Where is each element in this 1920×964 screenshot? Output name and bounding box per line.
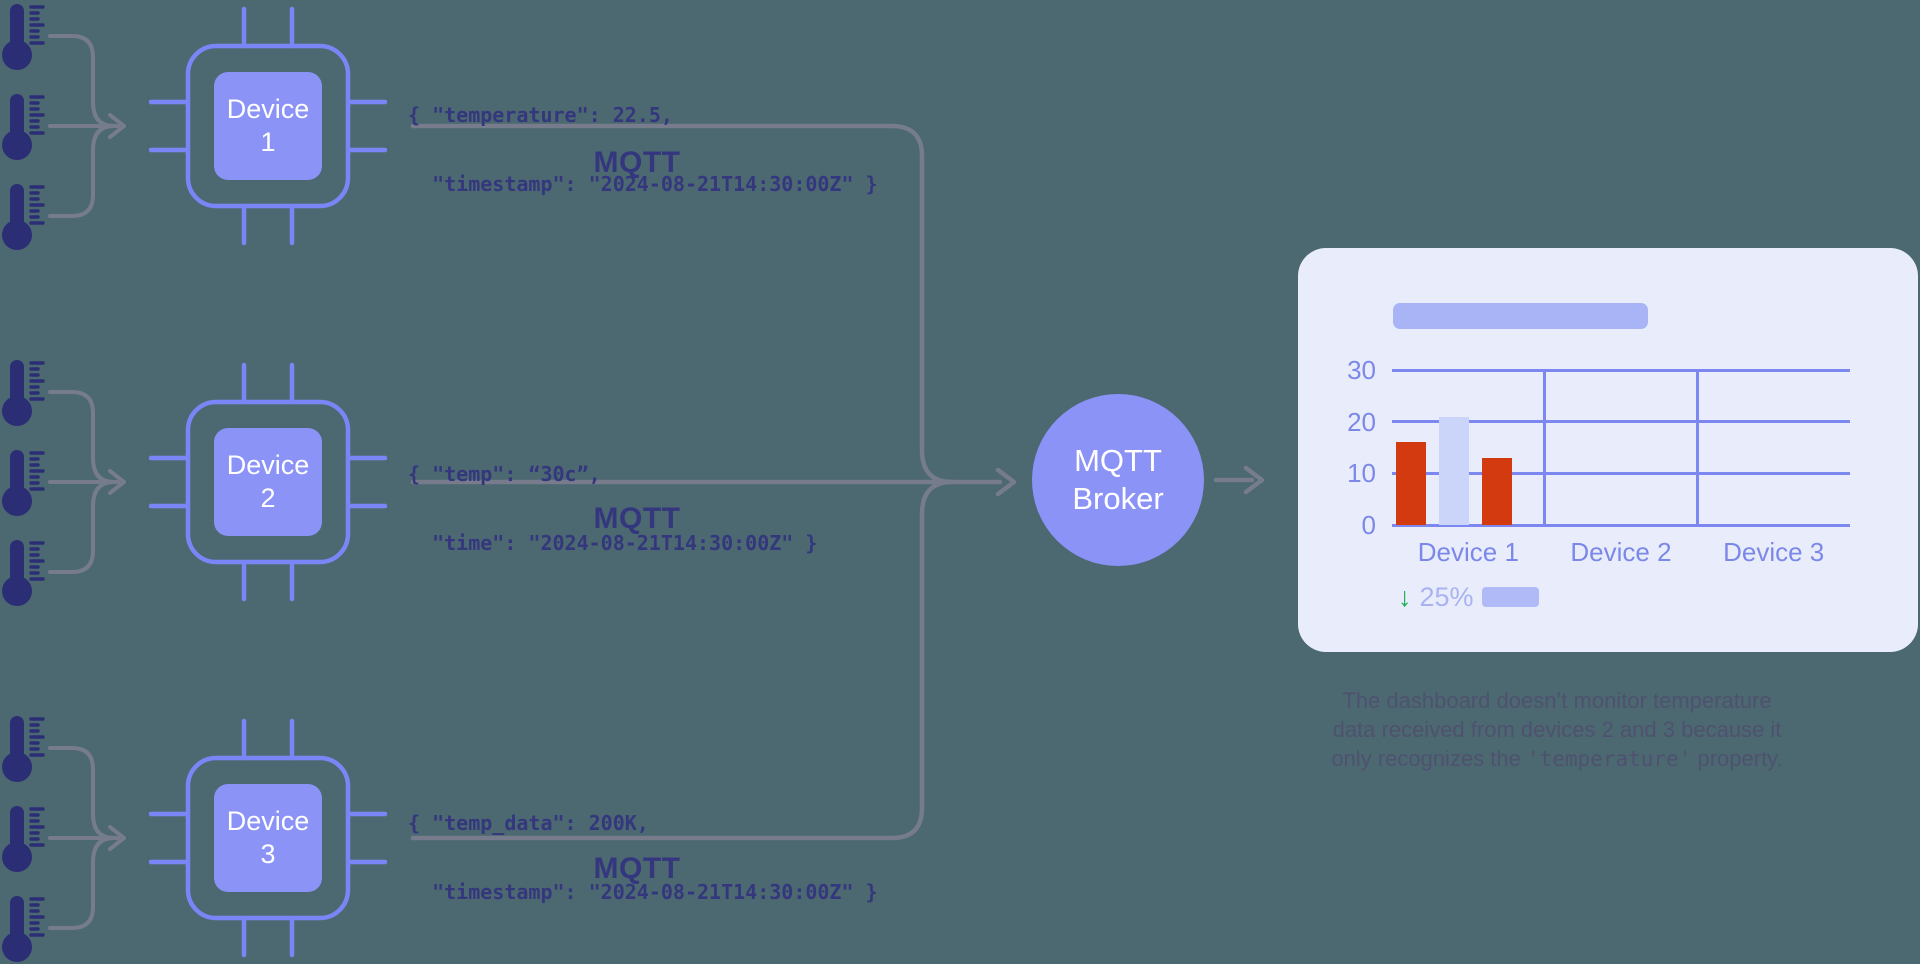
bar-reading-3-device-1 bbox=[1482, 457, 1512, 525]
bar-reading-1-device-1 bbox=[1396, 442, 1426, 525]
dashboard-title-placeholder bbox=[1393, 303, 1648, 329]
grid-line-h bbox=[1392, 420, 1850, 424]
device-1-label: Device 1 bbox=[226, 94, 310, 157]
x-tick-label: Device 3 bbox=[1723, 537, 1825, 567]
down-arrow-icon: ↓ bbox=[1398, 582, 1412, 612]
y-tick-label: 0 bbox=[1361, 510, 1376, 540]
mqtt-label-device-2: MQTT bbox=[593, 502, 681, 535]
mqtt-label-device-3: MQTT bbox=[593, 852, 681, 885]
caption-line-1: The dashboard doesn’t monitor temperatur… bbox=[1342, 688, 1772, 713]
payload-line: { "temp": “30c”, bbox=[408, 462, 601, 486]
device-1-cluster bbox=[2, 4, 385, 250]
caption-line-3: only recognizes the 'temperature' proper… bbox=[1331, 746, 1783, 771]
device-1-payload: { "temperature": 22.5, "timestamp": "202… bbox=[408, 58, 878, 242]
device-2-label: Device 2 bbox=[226, 450, 310, 513]
caption-code-token: 'temperature' bbox=[1526, 747, 1692, 771]
grid-line-v bbox=[1695, 370, 1699, 525]
payload-line: "time": "2024-08-21T14:30:00Z" } bbox=[408, 531, 818, 555]
mqtt-broker-node: MQTT Broker bbox=[1032, 394, 1204, 566]
device-3-label: Device 3 bbox=[226, 806, 310, 869]
bar-reading-2-device-1 bbox=[1439, 416, 1469, 525]
grid-line-h bbox=[1392, 523, 1850, 527]
payload-line: { "temp_data": 200K, bbox=[408, 811, 649, 835]
payload-line: "timestamp": "2024-08-21T14:30:00Z" } bbox=[408, 172, 878, 196]
x-tick-label: Device 2 bbox=[1570, 537, 1672, 567]
kpi-value: 25% bbox=[1419, 581, 1474, 612]
grid-line-v bbox=[1543, 370, 1547, 525]
y-tick-label: 20 bbox=[1347, 406, 1376, 437]
flow-arrow-broker-to-dashboard bbox=[1213, 465, 1265, 495]
device-2-cluster bbox=[2, 360, 385, 606]
payload-line: "timestamp": "2024-08-21T14:30:00Z" } bbox=[408, 880, 878, 904]
x-tick-label: Device 1 bbox=[1417, 537, 1519, 567]
mqtt-label-device-1: MQTT bbox=[593, 146, 681, 179]
mqtt-rails-merge-arrow bbox=[410, 123, 1017, 841]
y-tick-label: 30 bbox=[1347, 355, 1376, 385]
grid-line-h bbox=[1392, 368, 1850, 372]
grid-line-h bbox=[1392, 471, 1850, 475]
caption-line-2: data received from devices 2 and 3 becau… bbox=[1332, 717, 1782, 742]
mqtt-broker-label: MQTT Broker bbox=[1072, 443, 1164, 516]
payload-line: { "temperature": 22.5, bbox=[408, 103, 673, 127]
device-3-payload: { "temp_data": 200K, "timestamp": "2024-… bbox=[408, 766, 878, 950]
device-2-payload: { "temp": “30c”, "time": "2024-08-21T14:… bbox=[408, 417, 817, 601]
kpi-legend-placeholder bbox=[1481, 587, 1539, 607]
device-3-cluster bbox=[2, 716, 385, 962]
kpi-row: ↓ 25% bbox=[1398, 581, 1539, 612]
caption: The dashboard doesn’t monitor temperatur… bbox=[1237, 686, 1877, 774]
y-tick-label: 10 bbox=[1347, 458, 1376, 489]
